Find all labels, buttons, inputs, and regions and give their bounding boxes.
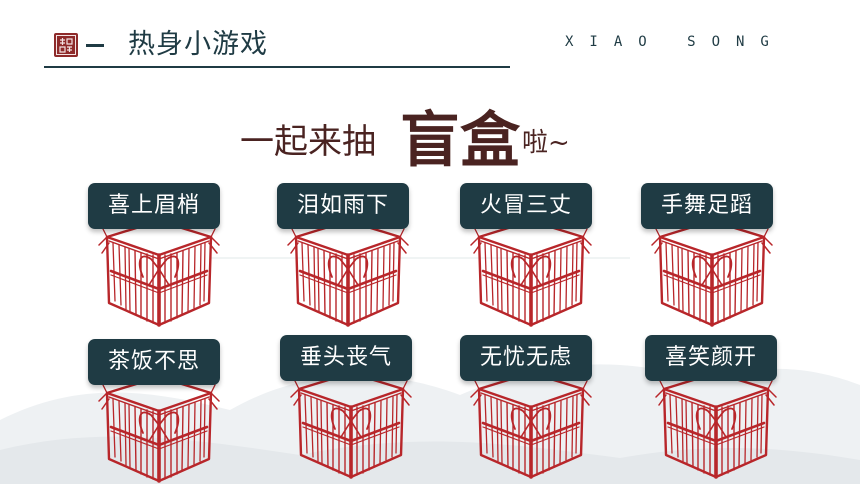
blind-box-5[interactable]: 茶饭不思 xyxy=(88,339,228,499)
blind-box-4[interactable]: 手舞足蹈 xyxy=(641,183,781,343)
blind-box-7[interactable]: 无忧无虑 xyxy=(460,335,600,495)
headline-suffix: 啦~ xyxy=(522,128,570,158)
blind-box-label: 泪如雨下 xyxy=(277,183,409,229)
page-title: 热身小游戏 xyxy=(128,29,268,60)
gift-box-icon xyxy=(651,219,773,327)
gift-box-icon xyxy=(655,371,777,479)
gift-box-icon xyxy=(98,219,220,327)
gift-box-icon xyxy=(470,219,592,327)
blind-box-label: 喜笑颜开 xyxy=(645,335,777,381)
blind-box-8[interactable]: 喜笑颜开 xyxy=(645,335,785,495)
blind-box-label: 喜上眉梢 xyxy=(88,183,220,229)
blind-box-label: 垂头丧气 xyxy=(280,335,412,381)
blind-box-label: 火冒三丈 xyxy=(460,183,592,229)
gift-box-icon xyxy=(290,371,412,479)
gift-box-icon xyxy=(98,375,220,483)
headline: 一起来抽 盲盒 啦~ xyxy=(240,92,620,176)
blind-box-label: 手舞足蹈 xyxy=(641,183,773,229)
blind-box-2[interactable]: 泪如雨下 xyxy=(277,183,417,343)
blind-box-label: 无忧无虑 xyxy=(460,335,592,381)
blind-box-6[interactable]: 垂头丧气 xyxy=(280,335,420,495)
background-mountain-mist xyxy=(0,257,860,484)
headline-prefix: 一起来抽 xyxy=(240,122,376,162)
brand-text: XIAO SONG xyxy=(565,34,785,50)
blind-box-3[interactable]: 火冒三丈 xyxy=(460,183,600,343)
title-dash xyxy=(86,44,104,47)
blind-box-label: 茶饭不思 xyxy=(88,339,220,385)
blind-box-1[interactable]: 喜上眉梢 xyxy=(88,183,228,343)
gift-box-icon xyxy=(470,371,592,479)
gift-box-icon xyxy=(287,219,409,327)
headline-emphasis: 盲盒 xyxy=(400,106,520,176)
chinese-seal-icon xyxy=(54,33,78,57)
title-underline xyxy=(44,66,510,68)
